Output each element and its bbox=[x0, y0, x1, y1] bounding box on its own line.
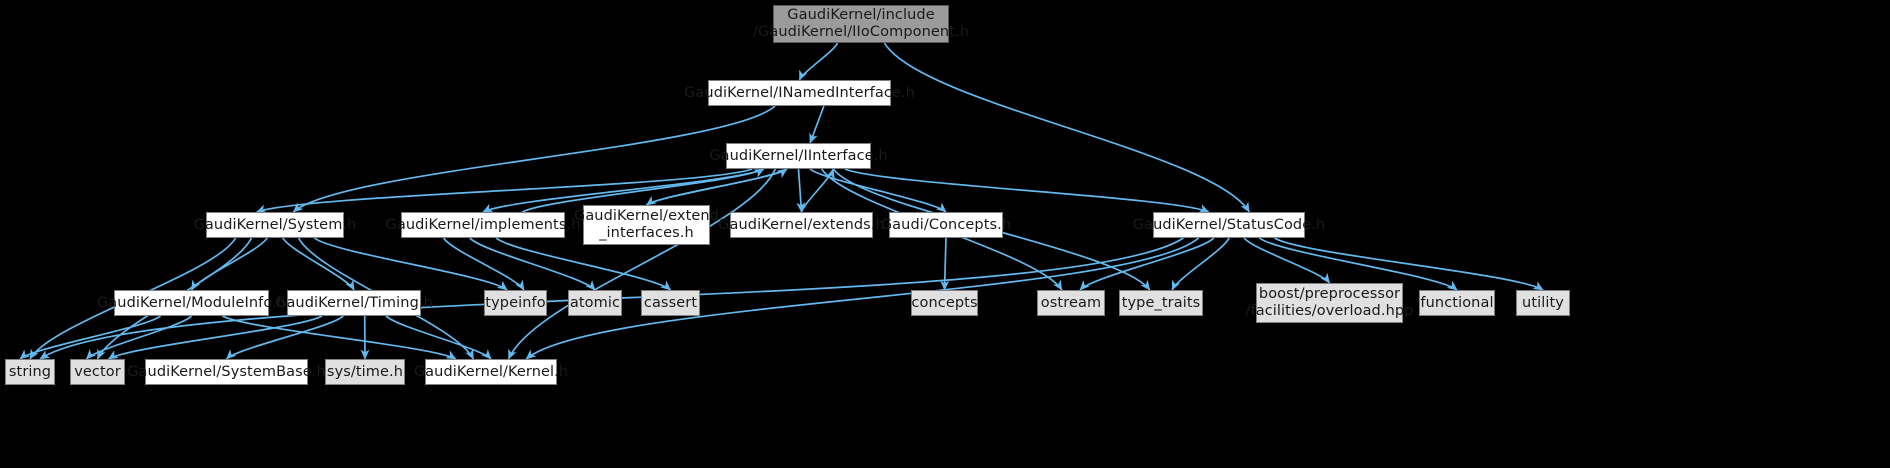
graph-node-systime[interactable]: sys/time.h bbox=[325, 359, 405, 385]
graph-node-type_traits[interactable]: type_traits bbox=[1119, 290, 1203, 316]
graph-node-implements[interactable]: GaudiKernel/implements.h bbox=[401, 212, 565, 238]
edge-root-to-statuscode bbox=[884, 43, 1249, 212]
graph-node-moduleinfo[interactable]: GaudiKernel/ModuleInfo.h bbox=[114, 290, 269, 316]
graph-node-cassert[interactable]: cassert bbox=[641, 290, 700, 316]
graph-node-statuscode[interactable]: GaudiKernel/StatusCode.h bbox=[1153, 212, 1305, 238]
graph-node-concepts_h[interactable]: Gaudi/Concepts.h bbox=[889, 212, 1003, 238]
edge-moduleinfo-to-kernel bbox=[223, 316, 456, 359]
graph-node-systembase[interactable]: GaudiKernel/SystemBase.h bbox=[145, 359, 308, 385]
graph-node-typeinfo[interactable]: typeinfo bbox=[484, 290, 547, 316]
edge-root-to-inamed bbox=[800, 43, 838, 80]
graph-node-concepts[interactable]: concepts bbox=[911, 290, 978, 316]
edge-iinterface-to-statuscode bbox=[845, 169, 1209, 212]
edge-inamed-to-iinterface bbox=[810, 106, 824, 143]
graph-node-boostpp[interactable]: boost/preprocessor /facilities/overload.… bbox=[1256, 283, 1403, 323]
edge-timing-to-kernel bbox=[386, 316, 491, 359]
edge-iinterface-to-extends bbox=[799, 169, 802, 212]
edge-statuscode-to-boostpp bbox=[1244, 238, 1329, 283]
graph-node-iinterface[interactable]: GaudiKernel/IInterface.h bbox=[726, 143, 871, 169]
graph-node-root[interactable]: GaudiKernel/include /GaudiKernel/IIoComp… bbox=[773, 5, 949, 43]
graph-node-inamed[interactable]: GaudiKernel/INamedInterface.h bbox=[708, 80, 891, 106]
edge-system-to-typeinfo bbox=[314, 238, 507, 290]
graph-node-kernel[interactable]: GaudiKernel/Kernel.h bbox=[425, 359, 557, 385]
graph-node-atomic[interactable]: atomic bbox=[568, 290, 622, 316]
edge-iinterface-to-kernel bbox=[509, 169, 776, 359]
edge-statuscode-to-ostream bbox=[1080, 238, 1214, 290]
graph-node-vector[interactable]: vector bbox=[70, 359, 125, 385]
graph-node-ostream[interactable]: ostream bbox=[1037, 290, 1105, 316]
edge-extends-to-iinterface bbox=[802, 169, 834, 212]
edge-concepts_h-to-concepts bbox=[945, 238, 947, 290]
edge-inamed-to-system bbox=[293, 106, 775, 212]
graph-node-utility[interactable]: utility bbox=[1516, 290, 1570, 316]
edge-system-to-timing bbox=[283, 238, 354, 290]
graph-node-timing[interactable]: GaudiKernel/Timing.h bbox=[287, 290, 421, 316]
graph-node-extends[interactable]: GaudiKernel/extends.h bbox=[730, 212, 873, 238]
graph-node-system[interactable]: GaudiKernel/System.h bbox=[206, 212, 344, 238]
graph-node-string[interactable]: string bbox=[5, 359, 55, 385]
graph-node-functional[interactable]: functional bbox=[1419, 290, 1495, 316]
graph-node-extendif[interactable]: GaudiKernel/extend _interfaces.h bbox=[583, 205, 710, 245]
